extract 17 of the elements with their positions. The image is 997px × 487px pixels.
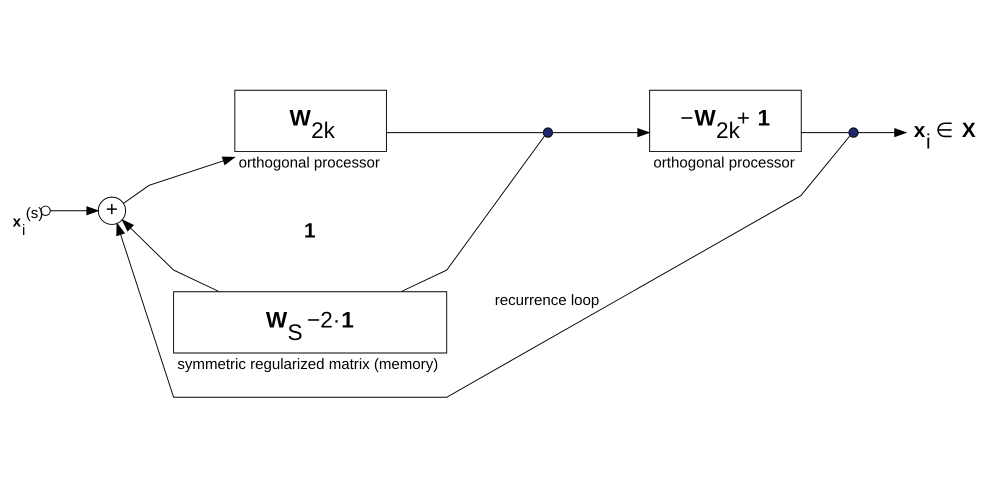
connector bbox=[800, 132, 849, 134]
arrow bbox=[116, 136, 850, 398]
node-circle bbox=[542, 127, 554, 138]
connector bbox=[401, 136, 545, 292]
connector bbox=[386, 132, 544, 134]
label: 1 bbox=[304, 220, 316, 243]
edge-label: recurrence loop bbox=[494, 292, 600, 309]
node-circle: + bbox=[98, 196, 126, 225]
arrow bbox=[552, 128, 651, 138]
node-label: orthogonal processor bbox=[653, 154, 795, 172]
arrow bbox=[123, 156, 236, 204]
arrow bbox=[50, 206, 100, 216]
node-label: orthogonal processor bbox=[238, 154, 380, 172]
arrow bbox=[121, 219, 219, 292]
node-circle bbox=[848, 127, 859, 138]
arrow bbox=[858, 128, 908, 138]
node-label: symmetric regularized matrix (memory) bbox=[177, 356, 438, 373]
